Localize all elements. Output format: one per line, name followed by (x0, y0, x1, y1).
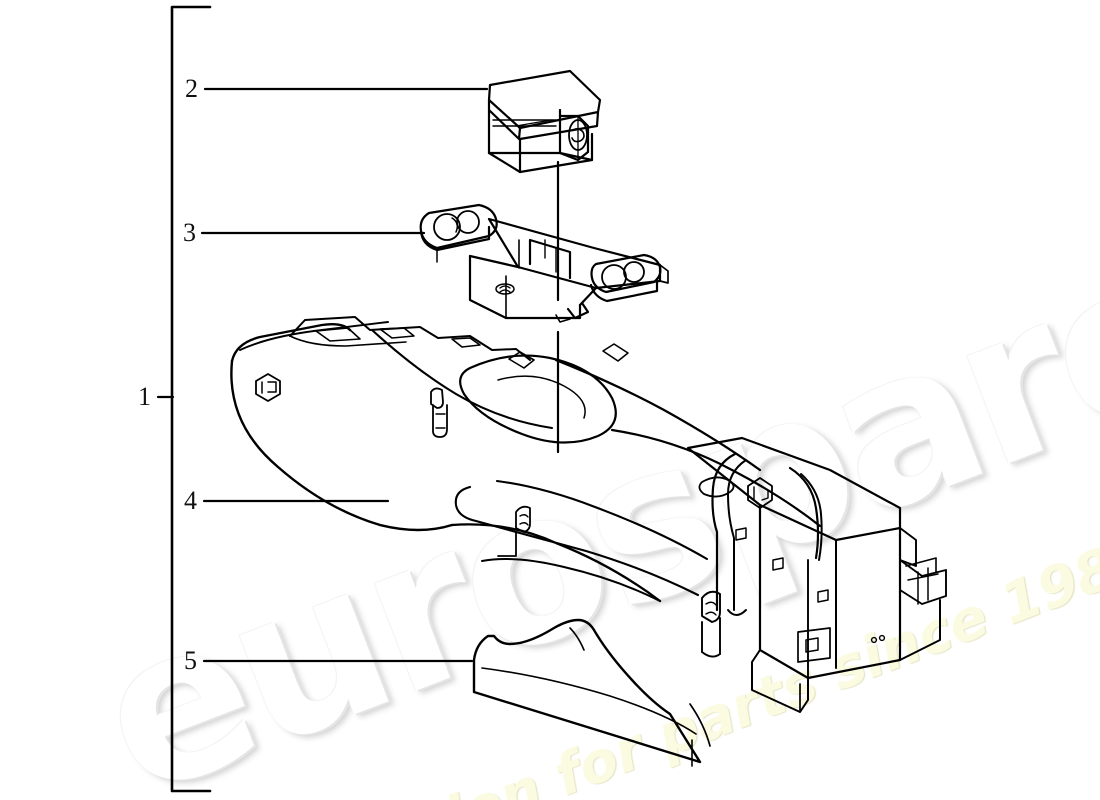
callout-label-1: 1 (138, 382, 151, 411)
callout-leader-lines (156, 87, 489, 663)
callout-label-4: 4 (184, 486, 197, 515)
callout-label-3: 3 (183, 218, 196, 247)
part-ashtray-storage-box (487, 69, 602, 174)
callout-label-2: 2 (185, 74, 198, 103)
callout-label-5: 5 (184, 646, 197, 675)
part-console-carrier-housing (230, 316, 947, 713)
part-console-side-trim-panel (472, 618, 711, 767)
part-cup-holder-insert (419, 203, 669, 323)
assembly-group-bracket (170, 5, 212, 793)
